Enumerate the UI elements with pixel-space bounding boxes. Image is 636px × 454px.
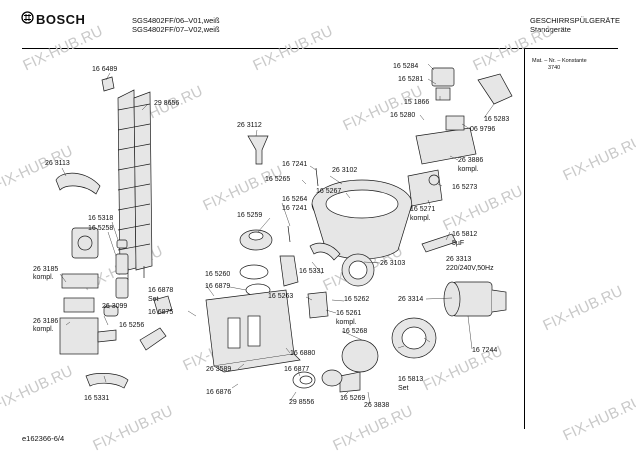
part-label: 26 3314	[398, 296, 424, 303]
part-label: 16 7241	[282, 205, 308, 212]
rail-cover-part	[55, 172, 101, 195]
part-label: 16 5331	[299, 268, 325, 275]
part-label: kompl.	[33, 326, 54, 333]
part-label: 16 6876	[206, 389, 232, 396]
sensor-part	[307, 291, 329, 319]
part-label: 16 5263	[268, 293, 294, 300]
part-label: 16 6875	[148, 309, 174, 316]
circulation-motor-part	[443, 281, 507, 317]
spray-tube-part	[117, 89, 153, 280]
document-code: e162366-6/4	[22, 434, 65, 443]
water-softener-block-part	[407, 67, 513, 207]
part-label: 26 3099	[102, 303, 128, 310]
bosch-logo-icon	[21, 11, 34, 24]
sump-body-part	[205, 289, 301, 373]
part-label: 26 3313	[446, 256, 472, 263]
part-label: 16 5283	[484, 116, 510, 123]
part-label: Set	[398, 385, 409, 392]
inlet-valve-part	[59, 227, 117, 355]
part-label: 16 5260	[205, 271, 231, 278]
material-number-note: Mat. – Nr. – Konstante 3740	[532, 58, 587, 72]
side-info-box	[524, 49, 619, 429]
drawing-frame	[22, 48, 618, 429]
part-label: Set	[148, 296, 159, 303]
part-label: kompl.	[336, 319, 357, 326]
part-label: 26 3186	[33, 318, 59, 325]
part-label: 16 5258	[88, 225, 114, 232]
brand-logo-text: BOSCH	[36, 12, 86, 27]
part-label: 26 3886	[458, 157, 484, 164]
hose-part	[85, 373, 129, 389]
part-label: 16 5273	[452, 184, 478, 191]
part-label: 16 5812	[452, 231, 478, 238]
flap-part	[279, 255, 299, 287]
pump-housing-part	[311, 179, 413, 287]
part-label: 16 5267	[316, 188, 342, 195]
part-label: 16 5265	[265, 176, 291, 183]
impeller-part	[239, 229, 273, 297]
part-label: 16 5259	[237, 212, 263, 219]
part-label: 16 6878	[148, 287, 174, 294]
part-label: 15 1866	[404, 99, 430, 106]
part-label: 16 6880	[290, 350, 316, 357]
seal-stack-part	[103, 239, 129, 317]
part-label: 16 5813	[398, 376, 424, 383]
part-label: 26 3112	[237, 122, 262, 129]
part-label: kompl.	[410, 215, 431, 222]
material-note-line2: 3740	[548, 65, 561, 71]
part-label: 16 5318	[88, 215, 114, 222]
leader-lines	[59, 63, 495, 405]
part-label: 26 3838	[364, 402, 390, 409]
part-label: 16 5262	[344, 296, 370, 303]
clamp-part	[153, 295, 173, 315]
part-label: 16 5271	[410, 206, 436, 213]
material-note-line1: Mat. – Nr. – Konstante	[532, 58, 587, 64]
part-label: 16 5269	[340, 395, 366, 402]
part-label: 16 5280	[390, 112, 416, 119]
part-label: 26 3589	[206, 366, 232, 373]
part-label: 16 5331	[84, 395, 110, 402]
spray-nozzle-part	[247, 135, 269, 165]
part-label: 26 3102	[332, 167, 358, 174]
part-label: 16 7244	[472, 347, 498, 354]
part-label: 29 8556	[289, 399, 315, 406]
part-label: kompl.	[33, 274, 54, 281]
part-label: 16 7241	[282, 161, 308, 168]
part-label: 220/240V,50Hz	[446, 265, 494, 272]
part-label: 16 5281	[398, 76, 424, 83]
o-ring-part	[292, 371, 316, 389]
hose-elbow-part	[309, 242, 341, 261]
part-label: 26 3103	[380, 260, 406, 267]
model-line-2: SGS4802FF/07–V02,weiß	[132, 25, 220, 34]
part-label: 16 6879	[205, 283, 231, 290]
clip-part	[101, 76, 115, 92]
part-label: 26 3113	[45, 160, 70, 167]
part-label: 16 6877	[284, 366, 310, 373]
category-line-1: GESCHIRRSPÜLGERÄTE	[530, 16, 621, 25]
part-label: 16 5256	[119, 322, 145, 329]
category-line-2: Standgeräte	[530, 25, 571, 34]
part-label: 16 6489	[92, 66, 118, 73]
capacitor-part	[421, 233, 457, 253]
part-label: kompl.	[458, 166, 479, 173]
valve-pin-part	[139, 327, 167, 351]
part-label: 5µF	[452, 240, 465, 247]
part-label: 29 8656	[154, 100, 180, 107]
model-line-1: SGS4802FF/06–V01,weiß	[132, 16, 220, 25]
part-label: 16 5261	[336, 310, 362, 317]
part-label: 16 5264	[282, 196, 308, 203]
drain-pump-part	[321, 317, 437, 393]
part-label: 06 9796	[470, 126, 496, 133]
part-label: 16 5268	[342, 328, 368, 335]
part-label: 16 5284	[393, 63, 419, 70]
part-label: 26 3185	[33, 266, 59, 273]
